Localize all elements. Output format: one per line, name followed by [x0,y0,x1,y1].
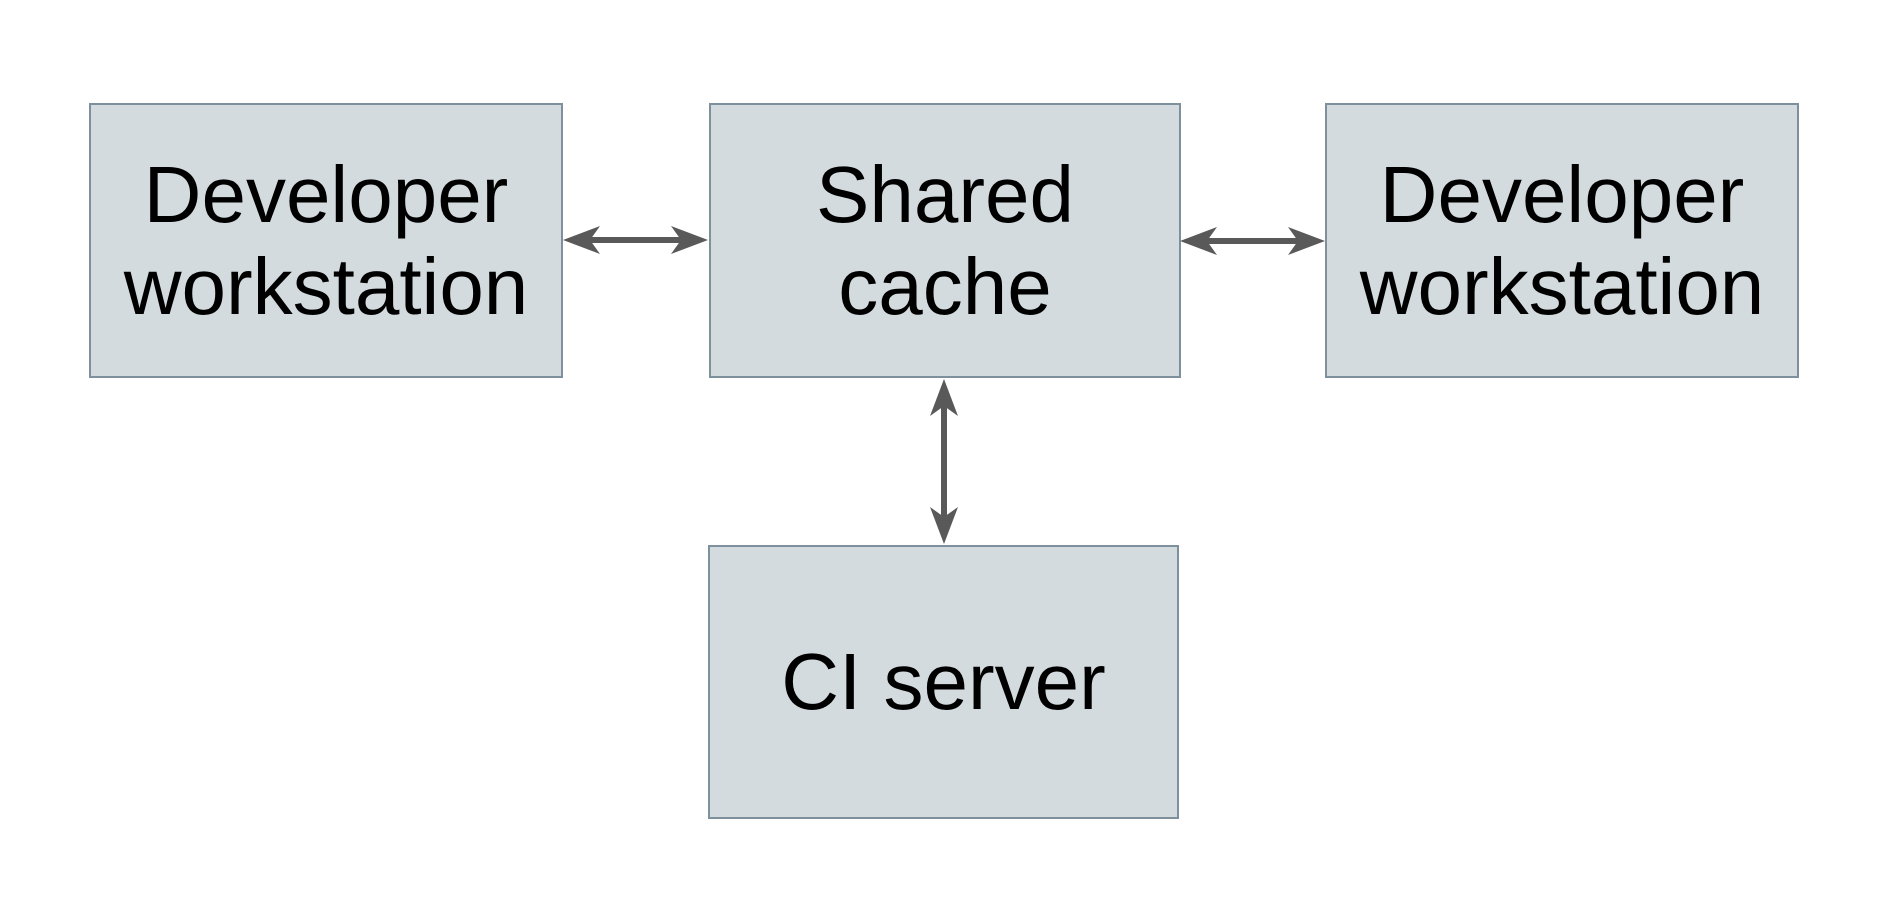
node-developer-workstation-left: Developer workstation [89,103,563,378]
node-developer-workstation-right: Developer workstation [1325,103,1799,378]
node-shared-cache: Shared cache [709,103,1181,378]
node-label-ci-server: CI server [781,637,1106,726]
node-ci-server: CI server [708,545,1179,819]
node-label-developer-workstation-left: Developer workstation [123,149,529,331]
node-label-shared-cache: Shared cache [816,149,1074,331]
bidirectional-arrow-shared-cache-ci-server [930,379,958,544]
bidirectional-arrow-left-workstation-shared-cache [563,226,708,254]
bidirectional-arrow-shared-cache-right-workstation [1180,227,1325,255]
node-label-developer-workstation-right: Developer workstation [1359,149,1765,331]
